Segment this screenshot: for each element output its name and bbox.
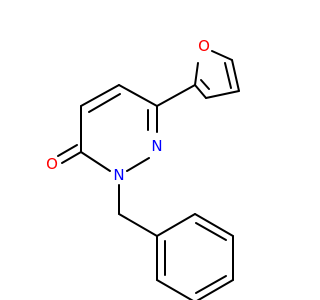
bond-ph-1 (156, 213, 196, 237)
atom-label-o-furan: O (198, 37, 210, 55)
atom-label-n2: N (113, 166, 124, 184)
bond-c5-furan (156, 84, 196, 107)
bond-ph-4 (196, 279, 234, 300)
bond-c3-c4-double (88, 93, 121, 113)
bond-ph-2 (194, 213, 234, 237)
bond-furan-c2-o (194, 62, 199, 86)
bond-c3-c4 (80, 84, 120, 107)
bond-furan-o-c5 (211, 50, 233, 61)
bond-n1-n2 (126, 157, 150, 172)
bond-furan-c4-c3 (205, 90, 240, 99)
bond-furan-c3-c2-double (200, 79, 210, 90)
molecule-diagram: O O N N (46, 37, 240, 300)
bond-c6-o-double (57, 144, 78, 157)
bond-c6-o (61, 151, 82, 164)
bond-furan-c3-c2 (194, 84, 207, 99)
bond-furan-c5-c4-double (224, 62, 232, 89)
bond-furan-c5-c4 (231, 59, 240, 92)
bond-ph-5 (156, 279, 194, 300)
bond-n2-c6 (80, 151, 111, 172)
bond-ph-4-double (195, 275, 227, 294)
bonds (57, 50, 240, 300)
atom-label-n1: N (151, 137, 162, 155)
atom-label-o-carbonyl: O (46, 155, 58, 173)
structure-canvas: O O N N (46, 37, 240, 300)
atom-labels: O O N N (46, 37, 210, 184)
bond-c4-c5 (118, 84, 158, 107)
bond-ph-2-double (195, 222, 227, 241)
bond-ch2-ph (118, 213, 158, 237)
